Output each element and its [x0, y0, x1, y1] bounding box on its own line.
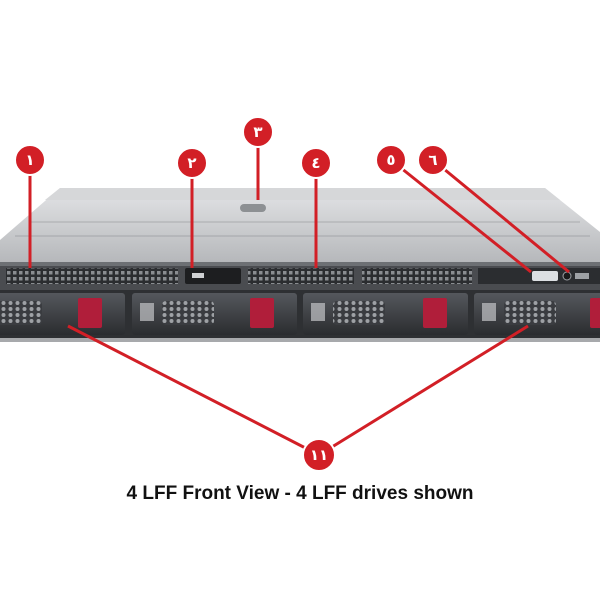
- callout-11: ١١: [302, 438, 336, 472]
- drive-bay-2: [132, 293, 297, 335]
- callout-6: ٦: [417, 144, 449, 176]
- front-vent-center: [248, 268, 354, 284]
- leader-6: [432, 158, 570, 274]
- drive-2-latch: [250, 298, 274, 328]
- front-vent-right: [362, 268, 472, 284]
- callout-2: ٢: [176, 147, 208, 179]
- optical-drive-slot: [185, 268, 241, 284]
- callout-3: ٣: [242, 116, 274, 148]
- drive-bay-1: [0, 293, 125, 335]
- leader-11a: [67, 324, 320, 457]
- drive-bay-3: [303, 293, 468, 335]
- callout-2-label: ٢: [187, 154, 196, 172]
- status-led-strip: [575, 273, 589, 279]
- power-button: [562, 271, 572, 281]
- callout-11-label: ١١: [310, 446, 328, 464]
- callout-3-label: ٣: [253, 123, 262, 141]
- front-bezel: [0, 262, 600, 290]
- callout-5: ٥: [375, 144, 407, 176]
- drive-3-latch: [423, 298, 447, 328]
- callout-6-label: ٦: [428, 151, 437, 169]
- callout-1-label: ١: [25, 151, 34, 169]
- drive-bay-4: [474, 293, 600, 335]
- drive-4-latch: [590, 298, 600, 328]
- drive-1-latch: [78, 298, 102, 328]
- callout-4-label: ٤: [311, 154, 320, 172]
- leader-11b: [318, 324, 529, 457]
- top-cover-latch: [240, 204, 266, 212]
- callout-5-label: ٥: [386, 151, 395, 169]
- diagram-caption: 4 LFF Front View - 4 LFF drives shown: [126, 483, 474, 504]
- usb-port: [532, 271, 558, 281]
- leader-5: [390, 158, 532, 274]
- callout-1: ١: [14, 144, 46, 176]
- callout-4: ٤: [300, 147, 332, 179]
- leader-lines: [28, 132, 570, 457]
- drive-bays: [0, 290, 600, 342]
- front-vent-left: [6, 268, 178, 284]
- optical-drive-label: [192, 273, 204, 278]
